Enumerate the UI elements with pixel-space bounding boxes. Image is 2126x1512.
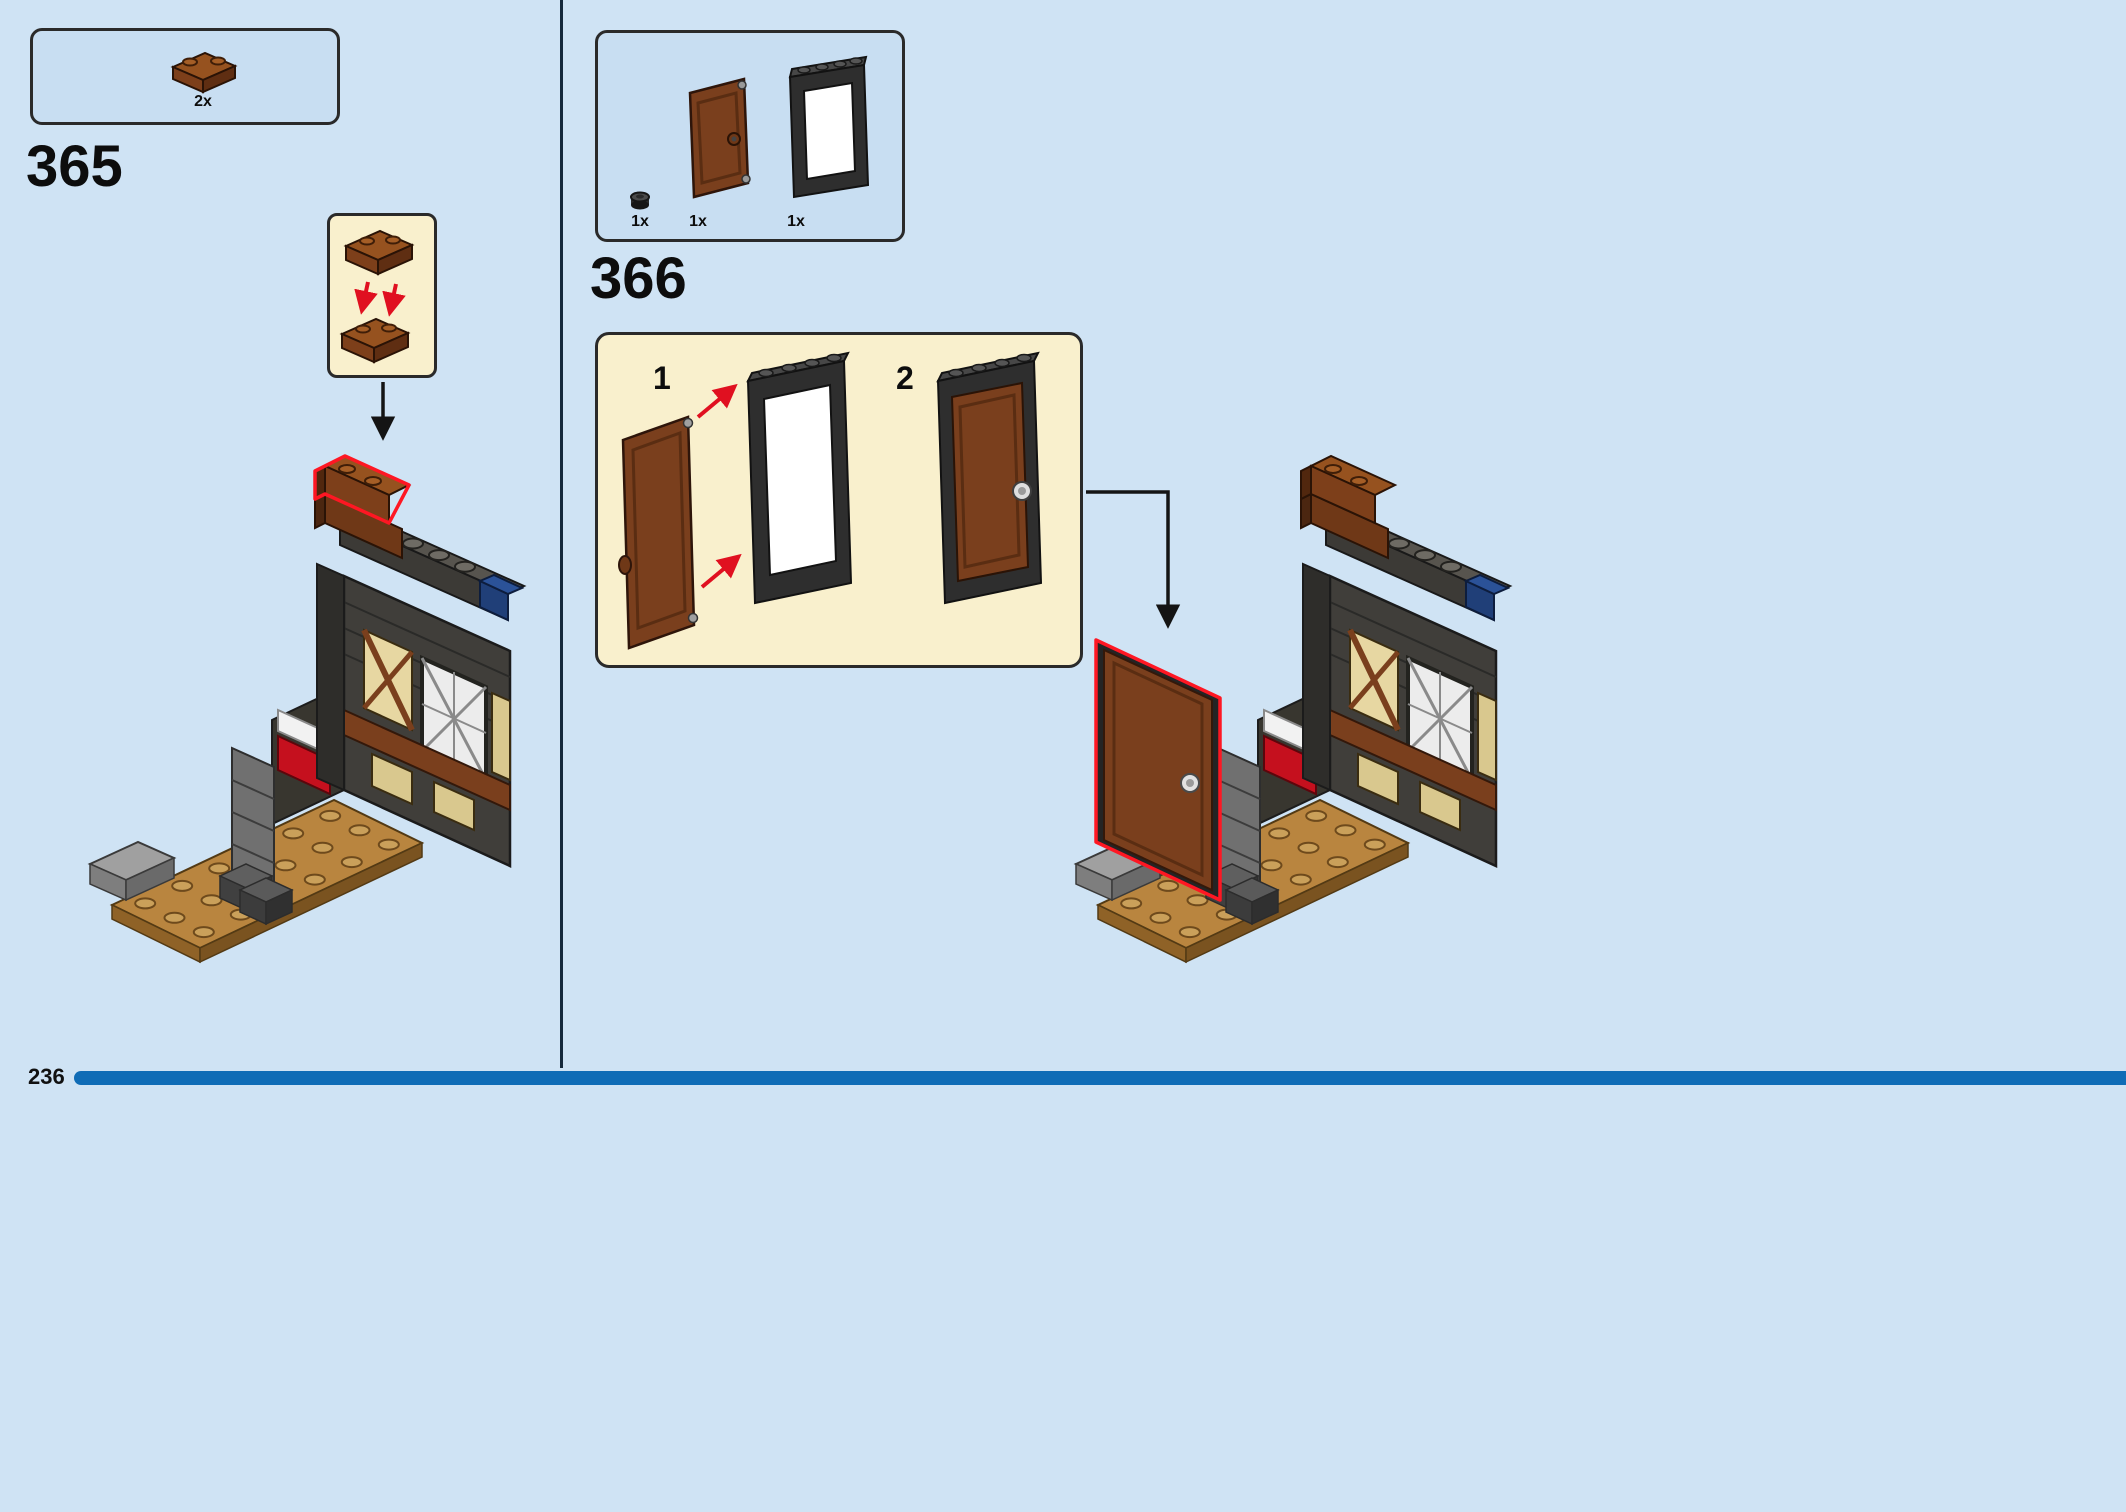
step-365-subassembly-box xyxy=(327,213,437,378)
subassembly-diagram xyxy=(339,229,415,364)
red-arrow-icon xyxy=(700,553,742,589)
part-count: 2x xyxy=(194,93,212,110)
substep-2-label: 2 xyxy=(896,360,914,396)
door-frame xyxy=(746,351,853,605)
substep-1-label: 1 xyxy=(653,360,671,396)
placement-highlight xyxy=(313,454,411,525)
placement-highlight xyxy=(1094,638,1222,902)
left-building-assembly xyxy=(82,448,532,968)
step-365-number: 365 xyxy=(26,134,123,199)
red-arrow-icon xyxy=(696,383,738,419)
brown-plate-bottom xyxy=(339,317,411,364)
assembled-door-frame xyxy=(936,351,1043,605)
column-divider xyxy=(560,0,563,1068)
door-panel xyxy=(618,415,699,650)
installed-door xyxy=(1094,638,1222,902)
step-366-instruction-box: 1 2 xyxy=(595,332,1083,668)
step-365-parts-box: 2x xyxy=(30,28,340,125)
step-366-parts-icons xyxy=(630,55,870,210)
page-number: 236 xyxy=(28,1064,65,1089)
brown-plate-top xyxy=(343,229,415,276)
right-building-assembly xyxy=(1068,448,1518,968)
step-366-parts-box: 1x 1x 1x xyxy=(595,30,905,242)
progress-bar xyxy=(74,1071,2126,1085)
step-366-number: 366 xyxy=(590,246,687,311)
black-door-frame-icon xyxy=(788,55,870,199)
red-arrow-icon xyxy=(354,281,378,315)
brown-door-icon xyxy=(688,77,751,199)
part-count: 1x xyxy=(631,213,649,230)
black-round-plate-icon xyxy=(630,191,650,210)
brown-1x2-plate-icon xyxy=(170,51,238,94)
part-count: 1x xyxy=(787,213,805,230)
red-arrow-icon xyxy=(382,283,406,317)
part-count: 1x xyxy=(689,213,707,230)
door-assembly-diagram xyxy=(618,351,1043,650)
